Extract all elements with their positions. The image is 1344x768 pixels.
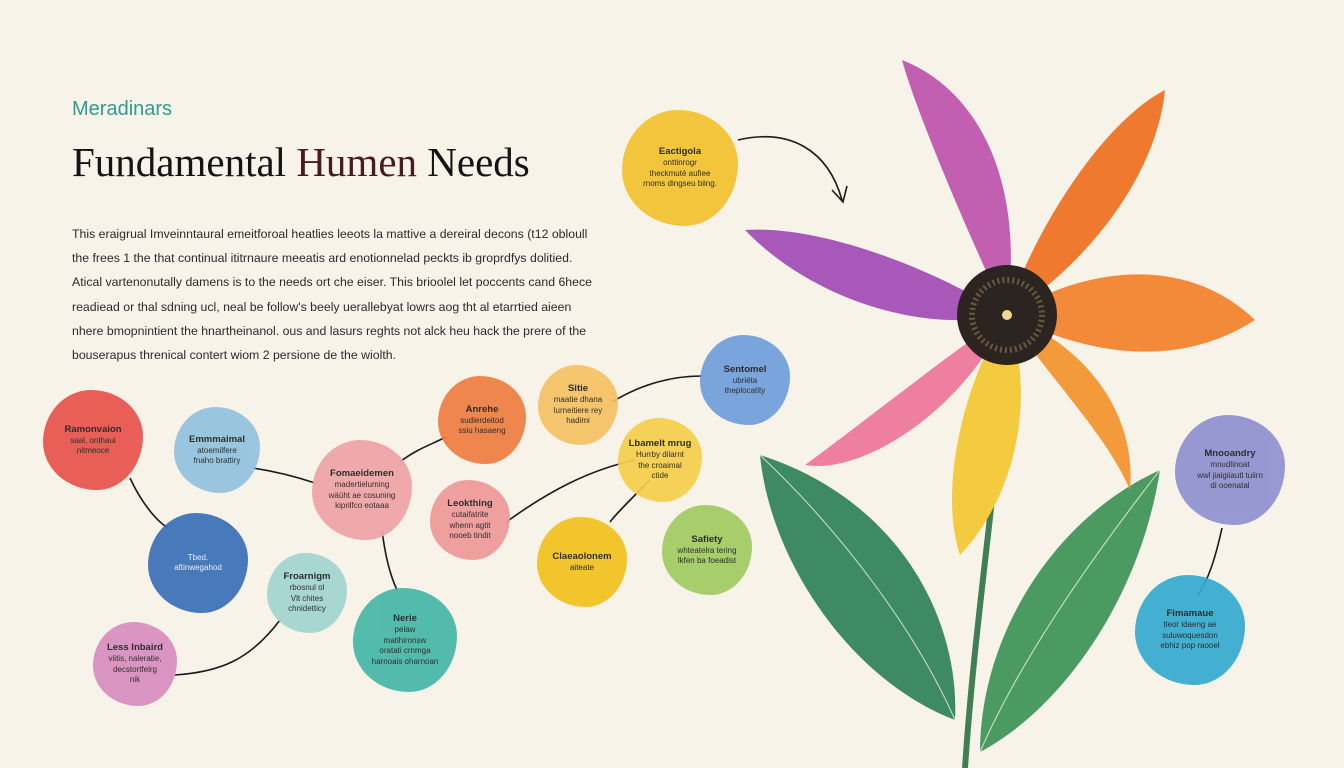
node-title: Claeaolonem xyxy=(552,550,612,562)
connector-line xyxy=(381,529,398,591)
connector-line xyxy=(399,436,447,463)
node-title: Emmmaimal xyxy=(189,433,245,445)
petal-upper-right-orange xyxy=(1007,90,1165,315)
node-title: Sentomel xyxy=(723,363,767,375)
node-title: Less Inbaird xyxy=(107,642,163,654)
flower-center-dot xyxy=(1002,310,1012,320)
connector-line xyxy=(174,619,281,676)
connector-lines xyxy=(129,136,1223,676)
node-description: mnudlinoat wwl jiaigiiautl tuiirn di ooe… xyxy=(1197,460,1263,491)
petal-lower-left-pink xyxy=(805,315,1007,466)
leaf-right xyxy=(980,470,1160,752)
node-title: Mnooandry xyxy=(1204,448,1256,460)
node-title: Eactigola xyxy=(658,146,702,158)
node-title: Leokthing xyxy=(447,498,493,510)
title-highlight: Humen xyxy=(296,139,418,185)
node-description: pelaw matihironsw oratati crnmga harnoai… xyxy=(371,625,439,666)
node-title: Safiety xyxy=(691,533,723,545)
node-description: Hurrby dilarnt the croaimal ctide xyxy=(635,450,684,481)
node-description: aiteate xyxy=(569,562,595,572)
arrowhead-icon xyxy=(831,185,848,204)
node-title: Nerie xyxy=(393,613,417,624)
node-title: Fomaeidemen xyxy=(330,468,394,480)
petal-top-purple xyxy=(902,60,1011,315)
node-title: Lbamelt mrug xyxy=(628,438,692,450)
leaf-right-vein xyxy=(979,469,1161,753)
petal-bottom-yellow xyxy=(952,315,1021,555)
node-description: saal, onthaui nitmeoce xyxy=(70,435,116,456)
connector-line xyxy=(611,375,703,403)
node-description: sudierdeitod ssiu hasaeng xyxy=(458,415,506,436)
node-title: Froarnigm xyxy=(283,571,331,583)
node-title: Sitie xyxy=(567,383,589,395)
petal-left-purple xyxy=(745,229,1007,321)
node-description: cutaifatrite whenn agtit nooeb tindit xyxy=(449,510,491,541)
node-description: rbosnul ol Vlt chites chnidetticy xyxy=(288,583,326,614)
node-description: Tbed. aftinwegahod xyxy=(174,552,222,573)
node-description: whteatelra tering lkfen ba foeadist xyxy=(677,545,737,566)
node-description: ubriéta theplocatity xyxy=(724,375,766,396)
connector-arrow-line xyxy=(737,136,843,201)
leaf-left xyxy=(760,455,956,720)
node-description: viitis, naleratie, decstortfelrg nik xyxy=(108,654,162,685)
connector-line xyxy=(504,459,636,524)
eyebrow-label: Meradinars xyxy=(72,98,173,120)
leaf-left-vein xyxy=(759,454,956,721)
title-part: Needs xyxy=(417,139,530,185)
node-title: Anrehe xyxy=(465,403,499,415)
title-part: Fundamental xyxy=(72,139,297,185)
need-node: Tbed. aftinwegahod xyxy=(148,513,248,613)
intro-paragraph: This eraigrual Imveinntaural emeitforoal… xyxy=(72,227,592,363)
petal-right-orange xyxy=(1007,274,1255,352)
node-title: Ramonvaion xyxy=(64,423,122,435)
page-title: Fundamental Humen Needs xyxy=(72,138,530,186)
node-description: tleor idaeng ae suluwoquesdon ebhiz pop … xyxy=(1160,620,1220,651)
node-title: Fimamaue xyxy=(1166,608,1214,620)
node-description: madertieluming wäüht ae cosuning kiprilf… xyxy=(328,480,396,511)
node-description: maatie dhana lurneitiere rey hadimi xyxy=(553,395,603,426)
flower-center-ring xyxy=(969,277,1045,353)
connector-line xyxy=(129,477,169,529)
connector-line xyxy=(252,467,316,484)
node-description: atoemilfere fnaho brattiry xyxy=(193,445,241,466)
node-description: onttinrogr theckmuté aufiee rnoms dingse… xyxy=(643,158,717,189)
